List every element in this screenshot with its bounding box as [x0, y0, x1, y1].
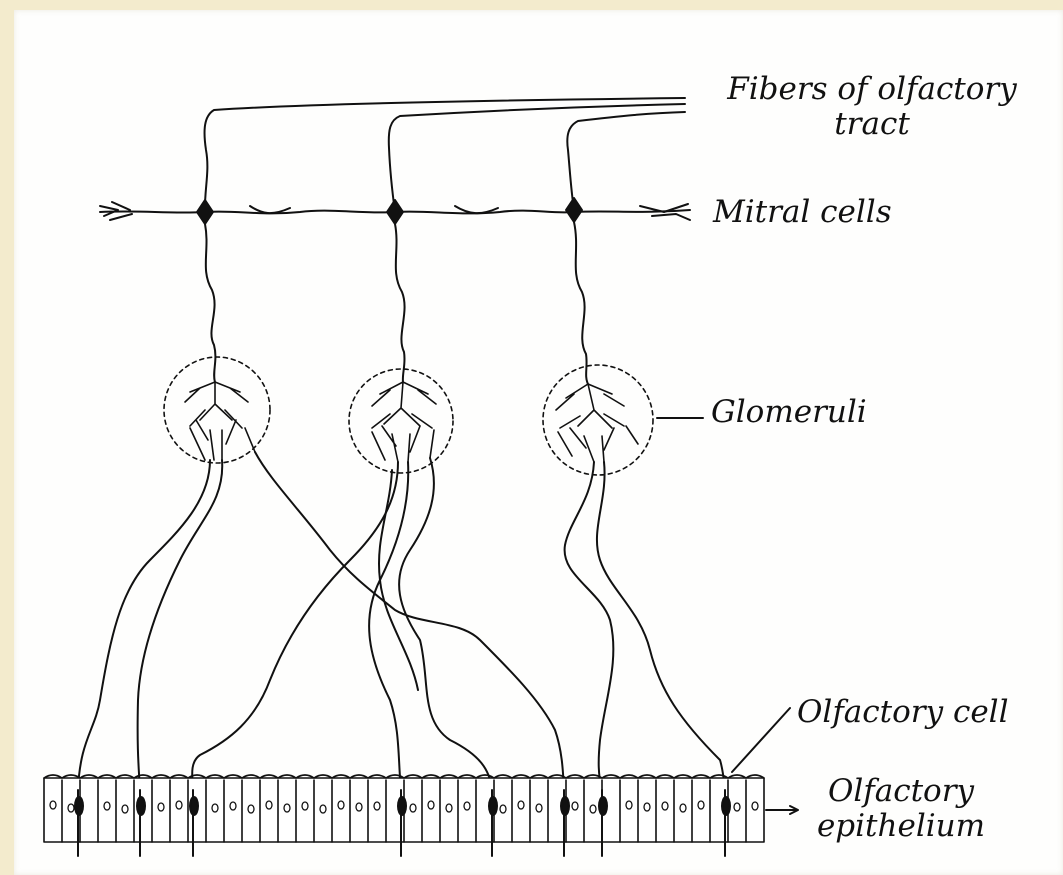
- label-fibers-line1: Fibers of olfactory: [712, 74, 1032, 105]
- label-fibers-line2: tract: [712, 109, 1032, 140]
- label-glomeruli: Glomeruli: [711, 397, 867, 428]
- olfactory-epithelium: [44, 775, 764, 856]
- mitral-to-glomeruli: [205, 222, 588, 384]
- olfactory-tract-fibers: [205, 98, 685, 214]
- label-olfactory-cell: Olfactory cell: [797, 697, 1009, 728]
- label-epith-line2: epithelium: [796, 811, 1006, 842]
- label-epith-line1: Olfactory: [796, 776, 1006, 807]
- label-mitral-cells: Mitral cells: [713, 197, 892, 228]
- olfactory-axons: [78, 452, 725, 790]
- leader-lines: [657, 418, 798, 814]
- glomerular-branches: [185, 382, 638, 462]
- label-fibers-olfactory-tract: Fibers of olfactory tract: [712, 74, 1032, 140]
- label-olfactory-epithelium: Olfactory epithelium: [796, 776, 1006, 842]
